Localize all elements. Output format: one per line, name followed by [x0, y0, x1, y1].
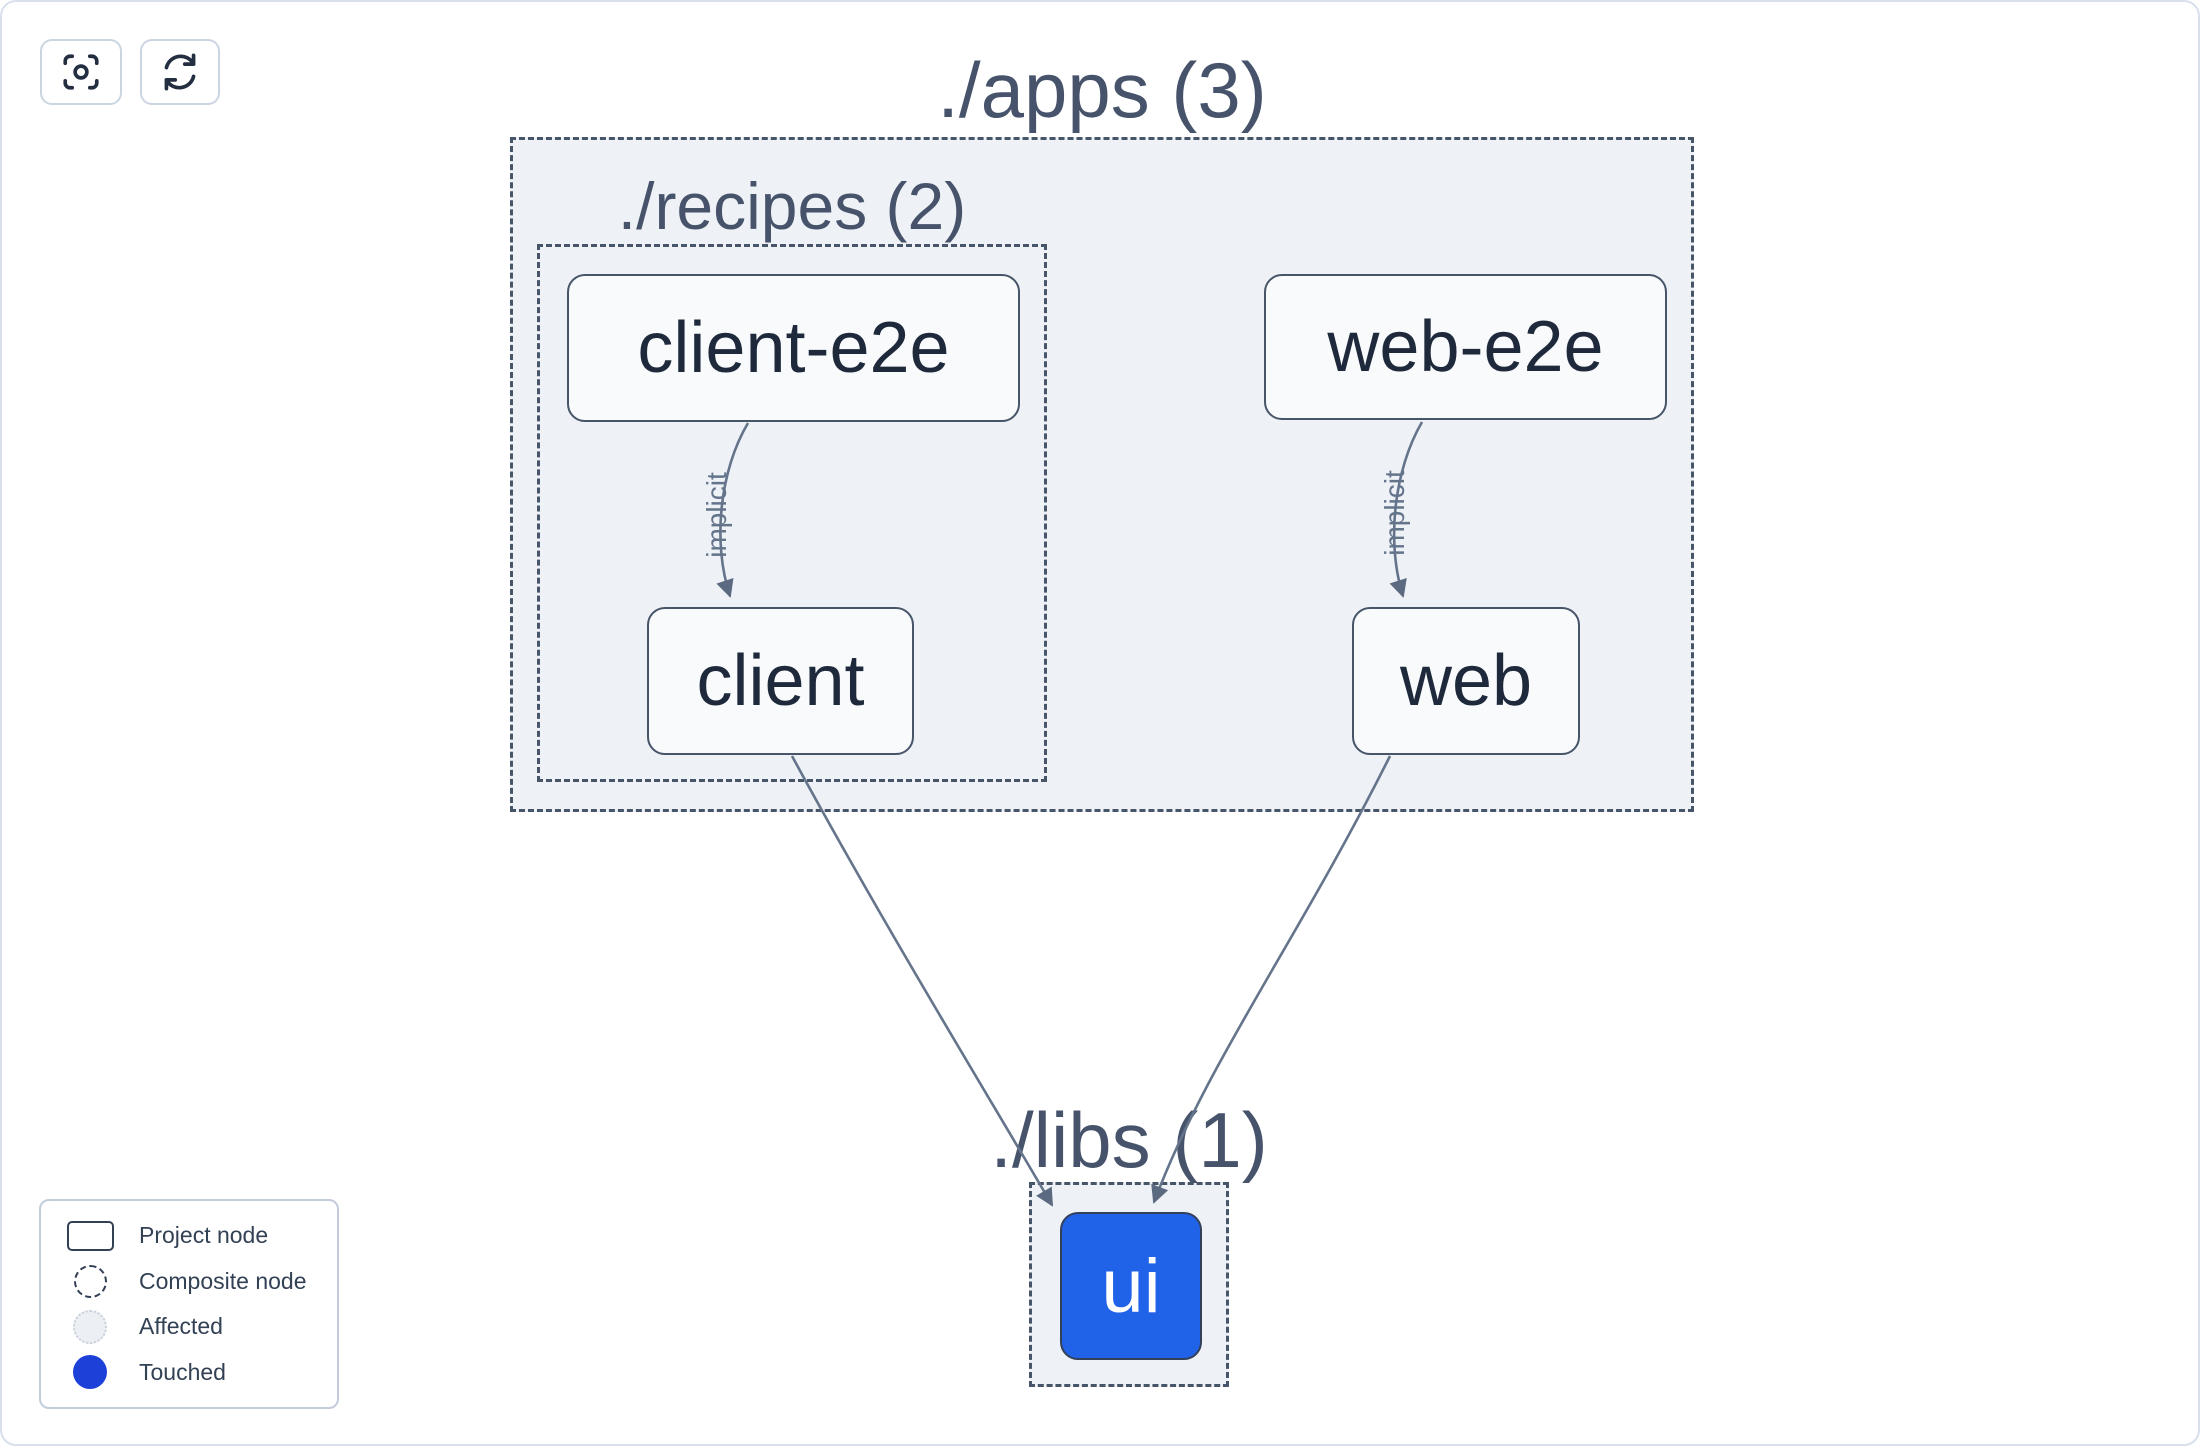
group-recipes-label: ./recipes (2)	[617, 169, 967, 243]
node-ui[interactable]: ui	[1060, 1212, 1202, 1360]
project-node-icon	[66, 1220, 114, 1251]
group-libs-label: ./libs (1)	[990, 1096, 1268, 1184]
group-apps-label: ./apps (3)	[937, 46, 1267, 134]
legend-item-affected: Affected	[41, 1305, 337, 1349]
legend-item-project-node: Project node	[41, 1214, 337, 1258]
focus-icon	[63, 54, 99, 90]
node-client[interactable]: client	[647, 607, 914, 755]
legend-item-composite-node: Composite node	[41, 1259, 337, 1303]
composite-node-icon	[73, 1264, 107, 1298]
touched-icon	[73, 1355, 107, 1390]
edge-label-implicit: implicit	[1379, 470, 1410, 556]
legend-label: Affected	[139, 1313, 223, 1340]
center-graph-button[interactable]	[40, 39, 122, 105]
refresh-button[interactable]	[140, 39, 220, 105]
node-web[interactable]: web	[1352, 607, 1580, 755]
affected-icon	[73, 1309, 107, 1344]
legend-label: Touched	[139, 1358, 226, 1385]
edge-label-implicit: implicit	[701, 472, 732, 558]
node-client-e2e[interactable]: client-e2e	[567, 274, 1020, 422]
legend-item-touched: Touched	[41, 1350, 337, 1394]
node-web-e2e[interactable]: web-e2e	[1264, 274, 1667, 420]
legend: Project node Composite node Affected Tou…	[39, 1199, 339, 1409]
refresh-icon	[164, 53, 196, 91]
legend-label: Composite node	[139, 1267, 307, 1294]
legend-label: Project node	[139, 1222, 269, 1249]
